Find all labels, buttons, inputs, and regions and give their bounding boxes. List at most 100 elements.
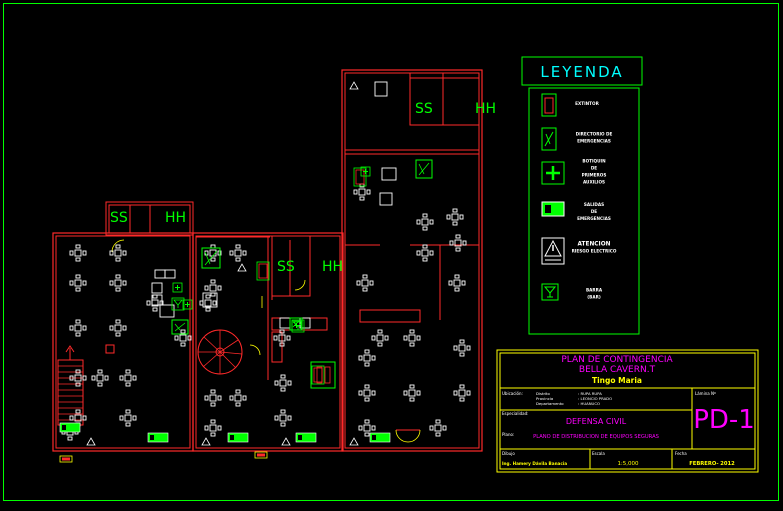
fixture [202, 292, 218, 308]
title-block-text: PLAN DE CONTINGENCIA BELLA CAVERN.T Ting… [502, 355, 755, 467]
fixture [164, 269, 176, 279]
extinguisher-icon [353, 167, 367, 187]
district-value: : RUPA RUPA [578, 391, 602, 396]
extinguisher-icon [256, 261, 270, 281]
department-value: : HUANUCO [578, 401, 600, 406]
fixture [379, 192, 393, 206]
table-set [356, 274, 374, 292]
scale-label: Escala [592, 451, 605, 456]
plan-name: PLANO DE DISTRIBUCION DE EQUIPOS SEGURAS [533, 434, 659, 440]
bar-glass-icon [291, 319, 305, 333]
drawing-label: Dibujo [502, 451, 515, 456]
emergency-directory-icon [415, 159, 433, 179]
legend-items: EXTINTOR DIRECTORIO DE EMERGENCIAS BOTIQUIN… [541, 93, 617, 301]
warning-triangle-icon [86, 437, 96, 446]
emergency-exit-icon [541, 201, 565, 217]
specialty: DEFENSA CIVIL [566, 417, 627, 426]
table-set [453, 384, 471, 402]
table-set [69, 369, 87, 387]
date-label: Fecha [675, 451, 687, 456]
bar-glass-icon [541, 283, 559, 301]
exit-marker [59, 455, 73, 463]
ss-label-left: SS [110, 210, 128, 226]
table-set [416, 213, 434, 231]
legend-item-label: SALIDAS [584, 202, 604, 207]
emergency-exit-icon [295, 432, 317, 443]
warning-triangle-icon [201, 437, 211, 446]
fixture [151, 282, 163, 294]
legend-item-emergency-directory: DIRECTORIO DE EMERGENCIAS [541, 127, 613, 151]
sheet-number: PD-1 [693, 405, 755, 435]
plan-title-line1: PLAN DE CONTINGENCIA [561, 355, 673, 365]
ss-label-right: SS [415, 101, 433, 117]
fixture [151, 294, 163, 306]
legend-item-bar-glass: BARRA(BAR) [541, 283, 603, 301]
table-set [448, 274, 466, 292]
legend-item-label: BOTIQUIN [582, 159, 606, 164]
hh-label-middle: HH [322, 259, 343, 275]
table-sets [61, 81, 471, 441]
legend-item-label: DIRECTORIO DE [576, 132, 613, 137]
table-set [353, 183, 371, 201]
exit-marker [254, 451, 268, 459]
legend-item-label: AUXILIOS [583, 180, 605, 185]
table-set [358, 384, 376, 402]
table-set [453, 339, 471, 357]
date: FEBRERO- 2012 [689, 461, 735, 467]
table-set [204, 389, 222, 407]
sheet-number-label: Lámina Nº [695, 391, 716, 396]
legend-item-label: EXTINTOR [575, 101, 599, 106]
legend-item-label: DE [591, 209, 597, 214]
table-set [69, 274, 87, 292]
bar-glass-icon [171, 297, 185, 311]
table-set [358, 419, 376, 437]
first-aid-icon [182, 299, 193, 310]
emergency-exit-icon [59, 422, 81, 433]
specialty-label: Especialidad: [502, 411, 528, 416]
legend-item-label: PRIMEROS [582, 173, 607, 178]
province-value: : LEONCIO PRADO [578, 396, 612, 401]
table-set [69, 244, 87, 262]
warning-triangle-icon [349, 81, 359, 90]
fixture [299, 317, 311, 329]
legend-item-label: RIESGO ELECTRICO [572, 249, 617, 254]
table-set [273, 329, 291, 347]
table-set [109, 274, 127, 292]
warning-triangle-icon [237, 263, 247, 272]
hh-label-right: HH [475, 101, 496, 117]
department-key: Departamento [536, 401, 564, 406]
district-key: Distrito [536, 391, 551, 396]
legend-item-label: EMERGENCIAS [577, 139, 611, 144]
table-set [119, 369, 137, 387]
table-set [449, 234, 467, 252]
fixture [381, 167, 397, 181]
first-aid-icon [360, 166, 371, 177]
plan-title-line2: BELLA CAVERN.T [579, 365, 656, 375]
floor-plan [52, 69, 483, 452]
emergency-exit-icon [147, 432, 169, 443]
table-set [371, 329, 389, 347]
table-set [109, 319, 127, 337]
table-set [446, 208, 464, 226]
extinguisher-icon [310, 361, 336, 389]
first-aid-icon [172, 282, 183, 293]
table-set [119, 409, 137, 427]
ss-label-middle: SS [277, 259, 295, 275]
legend-item-label: BARRA [586, 288, 603, 293]
table-set [229, 244, 247, 262]
emergency-directory-icon [541, 127, 557, 151]
table-set [204, 419, 222, 437]
emergency-exit-icon [227, 432, 249, 443]
sheet-border [3, 3, 779, 501]
table-set [403, 384, 421, 402]
drawing-by: Ing. Hamery Dávila Banacia [502, 461, 567, 466]
plan-symbols [59, 81, 433, 463]
scale: 1:5,000 [617, 461, 639, 467]
emergency-directory-icon [201, 247, 221, 269]
